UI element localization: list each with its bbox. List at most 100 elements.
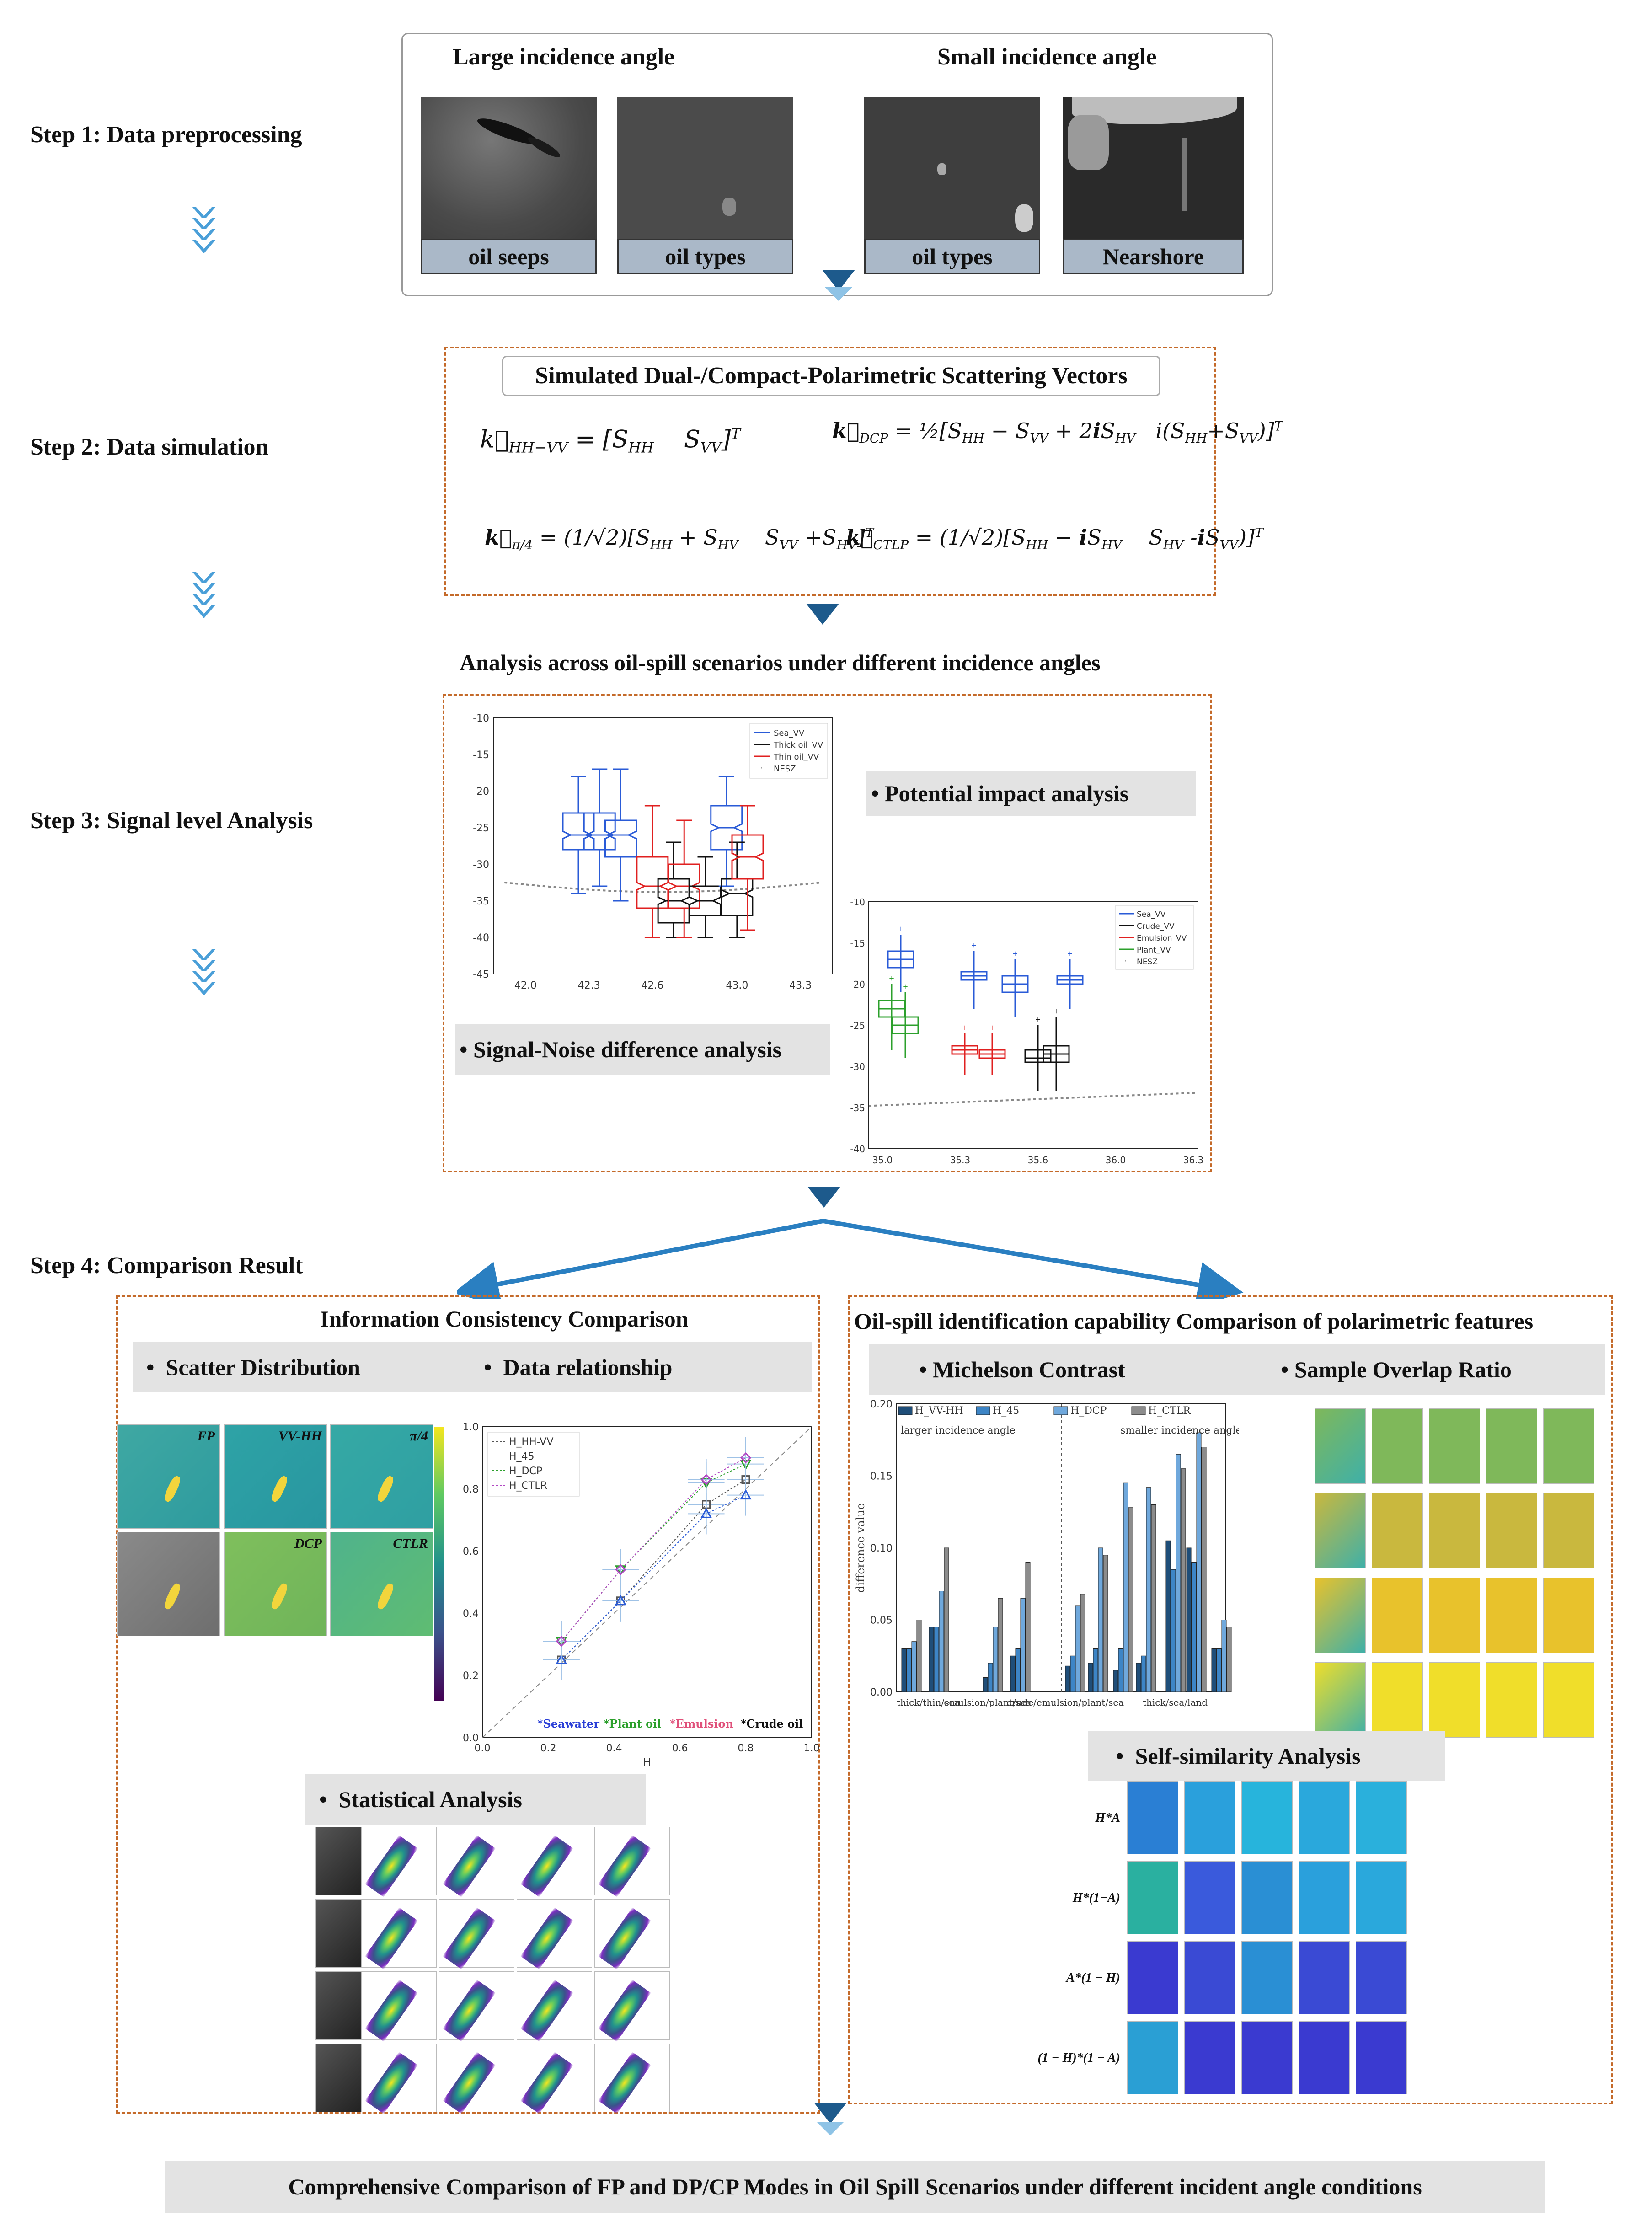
oil-slick-mark — [269, 1474, 289, 1504]
polarimetric-map — [117, 1532, 220, 1636]
caption-oil-types-large: oil types — [617, 239, 793, 274]
map-label: DCP — [294, 1536, 322, 1551]
outlier-marker: + — [1035, 1015, 1040, 1025]
legend-label: H_DCP — [1070, 1405, 1107, 1417]
density-blob — [443, 1980, 496, 2042]
bar — [939, 1591, 944, 1692]
michelson-overlap-box: • Michelson Contrast • Sample Overlap Ra… — [869, 1344, 1605, 1395]
density-blob — [598, 1907, 651, 1969]
overlap-map — [1486, 1408, 1537, 1484]
x-tick-label: 43.3 — [789, 980, 812, 991]
y-tick-label: -30 — [473, 859, 489, 871]
bar — [1098, 1547, 1103, 1692]
legend-label: Emulsion_VV — [1137, 934, 1187, 943]
potential-impact-label: Potential impact analysis — [885, 781, 1129, 806]
x-tick-label: 42.6 — [641, 980, 663, 991]
selfsim-map — [1184, 1941, 1235, 2014]
selfsim-map — [1299, 1781, 1350, 1854]
bar — [1070, 1655, 1075, 1692]
data-point — [615, 1564, 626, 1575]
y-tick-label: -10 — [850, 897, 865, 908]
oil-slick-mark — [375, 1582, 396, 1611]
data-relationship-label: Data relationship — [503, 1354, 673, 1380]
bar — [1211, 1648, 1217, 1692]
box-body — [583, 812, 616, 851]
density-scatter — [517, 1827, 592, 1897]
y-tick-label: -25 — [850, 1020, 865, 1031]
group-label: smaller incidence angle — [1120, 1425, 1239, 1436]
overlap-map — [1486, 1662, 1537, 1738]
selfsim-map — [1356, 1781, 1407, 1854]
data-point — [700, 1474, 712, 1485]
overlap-map — [1315, 1662, 1366, 1738]
bar — [1151, 1504, 1156, 1692]
sar-thumbnail — [315, 1827, 361, 1895]
bar — [1118, 1648, 1123, 1692]
polarimetric-map: FP — [117, 1424, 220, 1529]
bar — [988, 1663, 993, 1692]
y-tick-label: 0.0 — [463, 1733, 479, 1744]
legend-label: H_CTLR — [1148, 1405, 1191, 1417]
bar — [1093, 1648, 1098, 1692]
density-blob — [598, 1835, 651, 1897]
bar — [1010, 1655, 1016, 1692]
arrow-down-icon — [806, 604, 839, 625]
x-tick-label: thick/sea/land — [1143, 1697, 1208, 1708]
bar — [1141, 1655, 1146, 1692]
bar — [916, 1620, 922, 1692]
bar — [911, 1641, 917, 1692]
split-arrows — [457, 1219, 1244, 1299]
legend-swatch — [1053, 1406, 1068, 1415]
selfsim-map — [1127, 1861, 1178, 1934]
box-body — [731, 834, 764, 880]
density-blob — [520, 1980, 573, 2042]
step2-box — [444, 347, 1216, 596]
density-scatter — [439, 1827, 514, 1897]
group-label: larger incidence angle — [901, 1425, 1016, 1436]
density-scatter — [439, 1899, 514, 1969]
potential-impact-box: • Potential impact analysis — [866, 771, 1196, 816]
bar — [1181, 1468, 1186, 1692]
legend-label: H_DCP — [509, 1466, 542, 1477]
series-line — [561, 1457, 746, 1642]
legend-swatch — [976, 1406, 990, 1415]
bar — [1025, 1562, 1031, 1692]
legend-swatch — [898, 1406, 913, 1415]
formula-kpi4: k⃗π/4 = (1/√2)[SHH + SHV SVV +SHV]T — [485, 525, 874, 553]
legend-label: Sea_VV — [1137, 910, 1166, 919]
overlap-map — [1543, 1578, 1594, 1653]
outlier-marker: + — [903, 982, 908, 992]
overlap-map — [1372, 1408, 1423, 1484]
legend-label: Thick oil_VV — [773, 740, 823, 750]
sar-image-oil-seeps — [421, 97, 597, 241]
statistical-analysis-label: Statistical Analysis — [338, 1787, 522, 1812]
density-scatter — [594, 1899, 670, 1969]
density-scatter — [361, 2044, 437, 2114]
legend-label: H_CTLR — [509, 1480, 547, 1492]
signal-noise-label: Signal-Noise difference analysis — [473, 1037, 782, 1062]
x-tick-label: 1.0 — [804, 1743, 820, 1754]
polarimetric-map: DCP — [224, 1532, 327, 1636]
bar — [934, 1627, 939, 1692]
x-tick-label: 42.0 — [514, 980, 537, 991]
y-tick-label: -20 — [473, 786, 489, 797]
info-consistency-title: Information Consistency Comparison — [320, 1306, 689, 1332]
density-blob — [520, 1907, 573, 1969]
density-blob — [520, 1835, 573, 1897]
outlier-marker: + — [1067, 949, 1072, 959]
series-line — [561, 1463, 746, 1642]
legend-swatch — [1131, 1406, 1146, 1415]
bar — [1196, 1432, 1202, 1692]
formula-kctlp: k⃗CTLP = (1/√2)[SHH − iSHV SHV -iSVV)]T — [846, 525, 1263, 553]
y-tick-label: 0.10 — [870, 1543, 893, 1554]
bar — [1123, 1482, 1128, 1692]
selfsim-map — [1127, 2021, 1178, 2094]
overlap-map — [1315, 1578, 1366, 1653]
selfsim-map — [1299, 1861, 1350, 1934]
selfsim-map — [1356, 2021, 1407, 2094]
density-blob — [443, 2052, 496, 2114]
x-tick-label: 43.0 — [726, 980, 748, 991]
step3-box — [443, 694, 1212, 1172]
x-tick-label: 35.6 — [1028, 1155, 1048, 1166]
